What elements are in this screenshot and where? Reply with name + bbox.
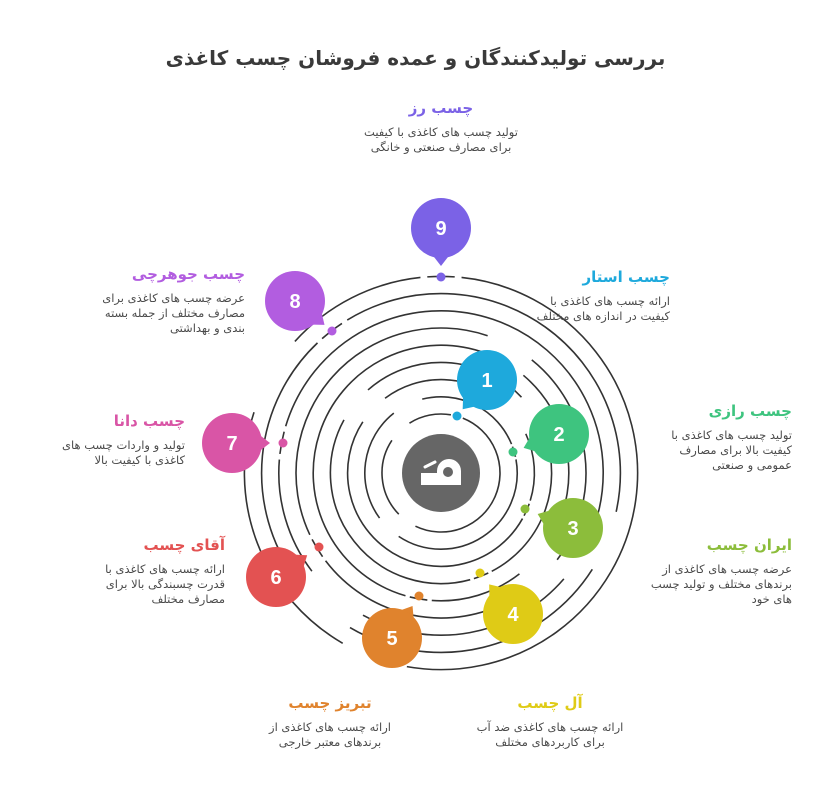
bubble-3	[543, 498, 603, 558]
label-desc: ارائه چسب های کاغذی ضد آب برای کاربردهای…	[476, 720, 624, 749]
bubble-5	[362, 608, 422, 668]
orbit-ring	[431, 573, 520, 602]
bubble-number: 1	[481, 370, 492, 392]
label-desc: عرضه چسب های کاغذی برای مصارف مختلف از ج…	[102, 291, 245, 335]
bubble-number: 4	[507, 604, 519, 626]
bubble-number: 7	[226, 433, 237, 455]
orbit-ring	[294, 276, 421, 342]
label-desc: ارائه چسب های کاغذی با کیفیت در اندازه ه…	[536, 294, 670, 323]
orbit-ring	[284, 310, 604, 531]
label-title: آل چسب	[517, 694, 583, 712]
bubble-9	[411, 198, 471, 258]
label-6: آقای چسب ارائه چسب های کاغذی با قدرت چسبن…	[75, 536, 225, 607]
label-title: تبریز چسب	[288, 694, 372, 712]
orbit-ring	[381, 439, 400, 515]
label-4: آل چسب ارائه چسب های کاغذی ضد آب برای کار…	[470, 694, 630, 750]
orbit-ring	[312, 344, 486, 597]
bubble-6	[246, 547, 306, 607]
label-2: چسب رازی تولید چسب های کاغذی با کیفیت بال…	[642, 402, 792, 473]
bubble-8	[265, 271, 325, 331]
label-title: چسب رازی	[708, 402, 792, 420]
tape-icon	[421, 459, 461, 485]
orbit-ring	[415, 417, 501, 533]
label-title: چسب استار	[582, 268, 670, 286]
label-desc: عرضه چسب های کاغذی از برندهای مختلف و تو…	[650, 562, 792, 606]
label-title: چسب جوهرچی	[131, 265, 245, 283]
orbit-dot-4	[475, 568, 485, 578]
orbit-dot-6	[314, 542, 324, 552]
bubble-number: 5	[386, 628, 397, 650]
bubble-number: 3	[567, 518, 578, 540]
orbit-dot-9	[436, 272, 446, 282]
orbit-ring	[260, 342, 319, 578]
orbit-ring	[364, 412, 395, 519]
tape-icon-strip	[423, 460, 437, 469]
bubble-number: 9	[435, 218, 446, 240]
label-1: چسب استار ارائه چسب های کاغذی با کیفیت در…	[520, 268, 670, 324]
label-desc: ارائه چسب های کاغذی از برندهای معتبر خار…	[269, 720, 391, 749]
orbit-ring	[409, 413, 452, 424]
orbit-ring	[406, 276, 639, 671]
label-desc: ارائه چسب های کاغذی با قدرت چسبندگی بالا…	[105, 562, 225, 606]
label-9: چسب رز تولید چسب های کاغذی با کیفیت برای …	[346, 99, 536, 155]
orbit-ring	[295, 327, 488, 536]
orbit-ring	[398, 459, 518, 550]
bubble-2	[529, 404, 589, 464]
orbit-dot-3	[520, 504, 530, 514]
orbit-dot-5	[414, 591, 424, 601]
page-title: بررسی تولیدکنندگان و عمده فروشان چسب کاغ…	[165, 46, 666, 70]
orbit-ring	[346, 292, 622, 512]
orbit-ring	[346, 421, 524, 568]
label-title: چسب دانا	[113, 412, 185, 430]
bubble-number: 6	[270, 567, 281, 589]
orbit-dot-2	[508, 447, 518, 457]
orbit-ring	[525, 433, 536, 501]
label-desc: تولید چسب های کاغذی با کیفیت بالا برای م…	[671, 428, 792, 472]
bubble-1	[457, 350, 517, 410]
label-7: چسب دانا تولید و واردات چسب های کاغذی با …	[35, 412, 185, 468]
orbit-ring	[329, 419, 471, 585]
label-5: تبریز چسب ارائه چسب های کاغذی از برندهای …	[250, 694, 410, 750]
orbit-dot-8	[327, 326, 337, 336]
label-desc: تولید و واردات چسب های کاغذی با کیفیت با…	[61, 438, 185, 467]
label-8: چسب جوهرچی عرضه چسب های کاغذی برای مصارف …	[100, 265, 245, 336]
bubble-number: 2	[553, 424, 564, 446]
label-title: آقای چسب	[143, 536, 225, 554]
orbit-dot-1	[452, 411, 462, 421]
bubble-4	[483, 584, 543, 644]
bubble-number: 8	[289, 291, 300, 313]
tape-icon-hole	[443, 467, 453, 477]
label-title: ایران چسب	[706, 536, 792, 554]
bubble-7	[202, 413, 262, 473]
orbit-dot-7	[278, 438, 288, 448]
label-3: ایران چسب عرضه چسب های کاغذی از برندهای م…	[642, 536, 792, 607]
label-desc: تولید چسب های کاغذی با کیفیت برای مصارف …	[364, 125, 518, 154]
label-title: چسب رز	[408, 99, 474, 117]
